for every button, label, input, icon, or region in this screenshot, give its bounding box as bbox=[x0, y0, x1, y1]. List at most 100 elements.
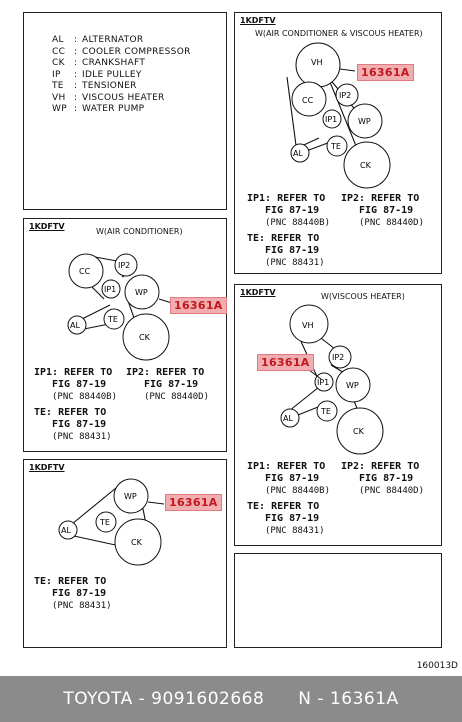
callout-leader bbox=[147, 501, 165, 505]
legend-colon: : bbox=[74, 46, 78, 57]
legend-description: VISCOUS HEATER bbox=[82, 92, 165, 103]
legend-code: IP bbox=[52, 69, 61, 80]
pulley-vh bbox=[289, 304, 329, 344]
legend-colon: : bbox=[74, 35, 78, 45]
pulley-te bbox=[316, 400, 338, 422]
part-callout: 16361A bbox=[170, 297, 227, 314]
label-vh: VH bbox=[302, 321, 314, 330]
label-al: AL bbox=[293, 149, 303, 158]
pulley-cc bbox=[291, 81, 327, 117]
label-ip1: IP1 bbox=[325, 115, 337, 124]
ref-ip1-pnc: (PNC 88440B) bbox=[52, 392, 118, 402]
ref-ip2-label: IP2: REFER TO bbox=[341, 461, 420, 472]
ref-ip1-fig: FIG 87-19 bbox=[265, 473, 320, 484]
belt-path bbox=[286, 52, 364, 164]
ref-te-label: TE: REFER TO bbox=[34, 576, 107, 587]
legend-description: COOLER COMPRESSOR bbox=[82, 46, 191, 57]
legend-row: TE: TENSIONER bbox=[52, 81, 222, 92]
pulley-ip2 bbox=[114, 253, 138, 277]
pulley-ip1 bbox=[322, 109, 342, 129]
pulley-ip1 bbox=[101, 279, 121, 299]
legend-row: IP: IDLE PULLEY bbox=[52, 70, 222, 81]
label-cc: CC bbox=[79, 267, 91, 276]
label-al: AL bbox=[70, 321, 80, 330]
pulley-al bbox=[58, 520, 78, 540]
ref-ip1: IP1: REFER TO FIG 87-19 (PNC 88440B) bbox=[247, 461, 330, 497]
pulley-ck bbox=[122, 313, 170, 361]
ref-te: TE: REFER TO FIG 87-19 (PNC 88431) bbox=[34, 576, 112, 612]
ref-te-pnc: (PNC 88431) bbox=[265, 526, 325, 536]
pulley-wp bbox=[335, 367, 371, 403]
label-ck: CK bbox=[139, 333, 151, 342]
ref-te-label: TE: REFER TO bbox=[247, 233, 320, 244]
part-callout: 16361A bbox=[165, 494, 222, 511]
belt-diagram-ac: CC IP2 IP1 WP TE CK AL bbox=[67, 253, 173, 361]
ref-ip2: IP2: REFER TO FIG 87-19 (PNC 88440D) bbox=[341, 193, 424, 229]
label-ip2: IP2 bbox=[339, 91, 351, 100]
figure-number: 160013D bbox=[416, 661, 458, 671]
ref-ip1-fig: FIG 87-19 bbox=[265, 205, 320, 216]
ref-te-label: TE: REFER TO bbox=[34, 407, 107, 418]
pulley-wp bbox=[347, 103, 383, 139]
pulley-al bbox=[290, 143, 310, 163]
panel-caption: W(VISCOUS HEATER) bbox=[321, 292, 405, 301]
ref-te-fig: FIG 87-19 bbox=[52, 419, 107, 430]
legend-colon: : bbox=[74, 58, 78, 68]
ref-ip2-label: IP2: REFER TO bbox=[126, 367, 205, 378]
legend-row: VH: VISCOUS HEATER bbox=[52, 93, 222, 104]
label-wp: WP bbox=[346, 381, 359, 390]
diagram-panel-base: 1KDFTV WP TE CK AL 16361A TE: REFER TO F… bbox=[23, 459, 227, 648]
label-vh: VH bbox=[311, 58, 323, 67]
part-callout: 16361A bbox=[257, 354, 314, 371]
ref-ip2-pnc: (PNC 88440D) bbox=[359, 218, 425, 228]
legend-colon: : bbox=[74, 92, 78, 103]
ref-ip2-fig: FIG 87-19 bbox=[144, 379, 199, 390]
legend-code: VH bbox=[52, 92, 66, 103]
pulley-ip2 bbox=[335, 83, 359, 107]
label-al: AL bbox=[283, 414, 293, 423]
legend-description: TENSIONER bbox=[82, 81, 137, 91]
part-callout: 16361A bbox=[357, 64, 414, 81]
legend-code: TE bbox=[52, 81, 64, 91]
ref-ip2: IP2: REFER TO FIG 87-19 (PNC 88440D) bbox=[341, 461, 424, 497]
pulley-ip2 bbox=[328, 345, 352, 369]
legend-description: IDLE PULLEY bbox=[82, 69, 142, 80]
ref-ip1: IP1: REFER TO FIG 87-19 (PNC 88440B) bbox=[247, 193, 330, 229]
ref-ip2: IP2: REFER TO FIG 87-19 (PNC 88440D) bbox=[126, 367, 209, 403]
pulley-te bbox=[95, 511, 117, 533]
ref-te-fig: FIG 87-19 bbox=[265, 245, 320, 256]
ref-ip1-label: IP1: REFER TO bbox=[247, 461, 326, 472]
ref-ip2-fig: FIG 87-19 bbox=[359, 473, 414, 484]
pulley-ck bbox=[343, 141, 391, 189]
callout-leader bbox=[158, 298, 173, 304]
label-ck: CK bbox=[360, 161, 372, 170]
pulley-te bbox=[326, 135, 348, 157]
panel-title: 1KDFTV bbox=[29, 463, 65, 472]
ref-te: TE: REFER TO FIG 87-19 (PNC 88431) bbox=[247, 233, 325, 269]
label-ip2: IP2 bbox=[332, 353, 344, 362]
ref-ip1-pnc: (PNC 88440B) bbox=[265, 218, 331, 228]
legend-row: WP:WATER PUMP bbox=[52, 104, 222, 115]
pulley-wp bbox=[113, 478, 149, 514]
legend-code: CC bbox=[52, 46, 66, 57]
belt-diagram-base: WP TE CK AL bbox=[58, 478, 165, 566]
pulley-al bbox=[67, 315, 87, 335]
ref-ip1: IP1: REFER TO FIG 87-19 (PNC 88440B) bbox=[34, 367, 117, 403]
footer-bar: TOYOTA - 9091602668 N - 16361A bbox=[0, 676, 462, 722]
pulley-ck bbox=[336, 407, 384, 455]
label-ip1: IP1 bbox=[104, 285, 116, 294]
legend-colon: : bbox=[74, 69, 78, 80]
legend-colon: : bbox=[74, 81, 78, 91]
ref-ip1-fig: FIG 87-19 bbox=[52, 379, 107, 390]
label-wp: WP bbox=[124, 492, 137, 501]
panel-title: 1KDFTV bbox=[240, 288, 276, 297]
pulley-al bbox=[280, 408, 300, 428]
pulley-cc bbox=[68, 253, 104, 289]
label-ck: CK bbox=[353, 427, 365, 436]
ref-te-fig: FIG 87-19 bbox=[52, 588, 107, 599]
label-wp: WP bbox=[135, 288, 148, 297]
label-te: TE bbox=[99, 518, 110, 527]
pulley-ck bbox=[114, 518, 162, 566]
legend-description: WATER PUMP bbox=[82, 104, 145, 114]
